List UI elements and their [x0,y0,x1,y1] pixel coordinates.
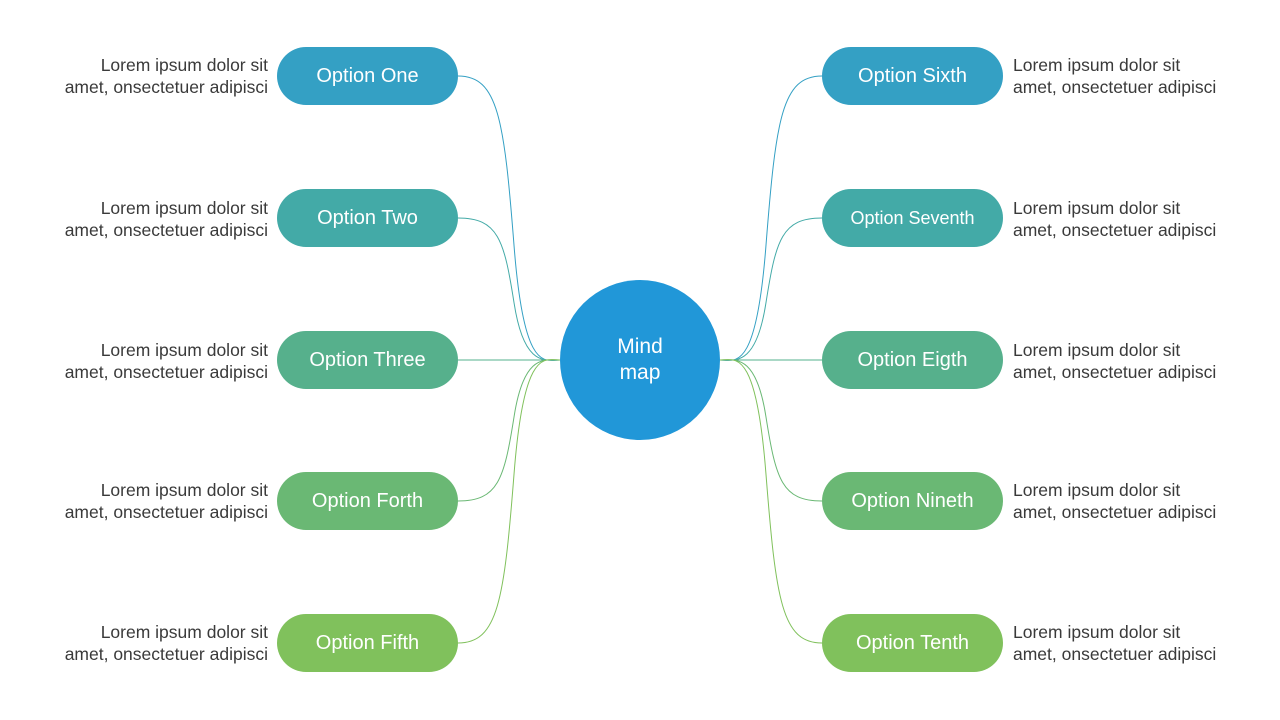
connector-left-1 [457,75,561,361]
connector-left-2 [457,217,561,361]
description-line: Lorem ipsum dolor sit [100,198,268,218]
description-line: Lorem ipsum dolor sit [1013,480,1181,500]
description-line: Lorem ipsum dolor sit [100,622,268,642]
option-three-description: Lorem ipsum dolor sit amet, onsectetuer … [28,339,268,383]
option-forth-button[interactable]: Option Forth [277,472,458,530]
description-line: amet, onsectetuer adipisci [1013,502,1217,522]
option-label: Option Nineth [851,489,974,512]
option-label: Option One [316,64,419,87]
connector-right-4 [719,359,823,502]
option-seventh-button[interactable]: Option Seventh [822,189,1003,247]
option-sixth-description: Lorem ipsum dolor sit amet, onsectetuer … [1013,54,1253,98]
option-label: Option Eigth [857,348,968,371]
option-fifth-description: Lorem ipsum dolor sit amet, onsectetuer … [28,621,268,665]
description-line: amet, onsectetuer adipisci [64,644,268,664]
center-label-line2: map [619,361,661,384]
option-label: Option Three [309,348,426,371]
option-eigth-description: Lorem ipsum dolor sit amet, onsectetuer … [1013,339,1253,383]
connector-right-2 [719,217,823,361]
description-line: amet, onsectetuer adipisci [64,220,268,240]
option-seventh-description: Lorem ipsum dolor sit amet, onsectetuer … [1013,197,1253,241]
option-label: Option Fifth [315,631,420,654]
description-line: Lorem ipsum dolor sit [1013,55,1181,75]
description-line: amet, onsectetuer adipisci [1013,220,1217,240]
description-line: Lorem ipsum dolor sit [1013,340,1181,360]
option-fifth-button[interactable]: Option Fifth [277,614,458,672]
description-line: Lorem ipsum dolor sit [100,340,268,360]
option-eigth-button[interactable]: Option Eigth [822,331,1003,389]
center-label-line1: Mind [617,335,663,358]
option-label: Option Forth [311,489,424,512]
connector-right-1 [719,75,823,361]
option-one-button[interactable]: Option One [277,47,458,105]
option-label: Option Seventh [850,207,975,228]
connector-right-5 [719,359,823,644]
option-tenth-button[interactable]: Option Tenth [822,614,1003,672]
description-line: amet, onsectetuer adipisci [64,502,268,522]
description-line: Lorem ipsum dolor sit [1013,198,1181,218]
option-three-button[interactable]: Option Three [277,331,458,389]
option-two-button[interactable]: Option Two [277,189,458,247]
option-sixth-button[interactable]: Option Sixth [822,47,1003,105]
description-line: Lorem ipsum dolor sit [100,480,268,500]
option-label: Option Two [317,206,418,229]
description-line: amet, onsectetuer adipisci [1013,362,1217,382]
connector-left-5 [457,359,561,644]
description-line: Lorem ipsum dolor sit [1013,622,1181,642]
connector-left-4 [457,359,561,502]
center-node-mind-map: Mind map [560,280,720,440]
option-forth-description: Lorem ipsum dolor sit amet, onsectetuer … [28,479,268,523]
option-nineth-button[interactable]: Option Nineth [822,472,1003,530]
description-line: amet, onsectetuer adipisci [64,77,268,97]
option-one-description: Lorem ipsum dolor sit amet, onsectetuer … [28,54,268,98]
option-two-description: Lorem ipsum dolor sit amet, onsectetuer … [28,197,268,241]
option-tenth-description: Lorem ipsum dolor sit amet, onsectetuer … [1013,621,1253,665]
description-line: Lorem ipsum dolor sit [100,55,268,75]
option-nineth-description: Lorem ipsum dolor sit amet, onsectetuer … [1013,479,1253,523]
description-line: amet, onsectetuer adipisci [1013,644,1217,664]
description-line: amet, onsectetuer adipisci [64,362,268,382]
option-label: Option Sixth [858,64,967,87]
description-line: amet, onsectetuer adipisci [1013,77,1217,97]
option-label: Option Tenth [855,631,970,654]
